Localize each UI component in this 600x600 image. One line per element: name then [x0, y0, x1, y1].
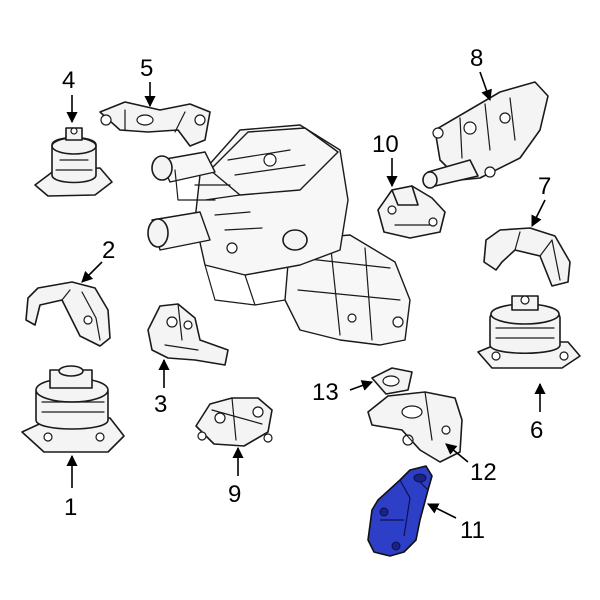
part-5-bracket[interactable] [99, 101, 211, 147]
part-1-hydraulic-mount[interactable] [21, 365, 125, 453]
part-11-bracket-highlighted[interactable] [367, 465, 433, 557]
part-2-bracket[interactable] [25, 281, 111, 347]
engine-assembly [147, 124, 411, 346]
part-6-hydraulic-mount[interactable] [477, 295, 581, 369]
callout-4: 4 [62, 67, 75, 94]
part-8-bracket[interactable] [422, 81, 549, 189]
callout-8: 8 [470, 45, 483, 72]
part-9-mount[interactable] [195, 397, 273, 447]
callout-11: 11 [460, 517, 485, 544]
callout-7: 7 [538, 173, 551, 200]
leader-11 [426, 503, 457, 519]
leader-8 [479, 71, 492, 102]
leader-12 [445, 443, 469, 463]
part-12-bracket[interactable] [367, 391, 463, 463]
callout-12: 12 [470, 459, 497, 486]
leader-2 [81, 261, 103, 283]
callout-13: 13 [312, 379, 339, 406]
callout-3: 3 [154, 391, 167, 418]
part-13-plate[interactable] [371, 367, 413, 395]
callout-labels: 4 5 8 10 7 2 3 1 9 6 13 12 11 [62, 45, 551, 544]
callout-2: 2 [102, 237, 115, 264]
leader-lines [66, 71, 546, 519]
callout-10: 10 [372, 131, 399, 158]
part-3-bracket[interactable] [147, 303, 229, 366]
callout-9: 9 [228, 481, 241, 508]
leader-7 [531, 199, 546, 228]
part-10-mount[interactable] [377, 185, 446, 239]
callout-1: 1 [64, 494, 77, 521]
part-7-bracket[interactable] [483, 227, 571, 287]
part-4-engine-mount[interactable] [34, 127, 113, 197]
callout-6: 6 [530, 417, 543, 444]
callout-5: 5 [140, 55, 153, 82]
leader-13 [349, 380, 374, 391]
